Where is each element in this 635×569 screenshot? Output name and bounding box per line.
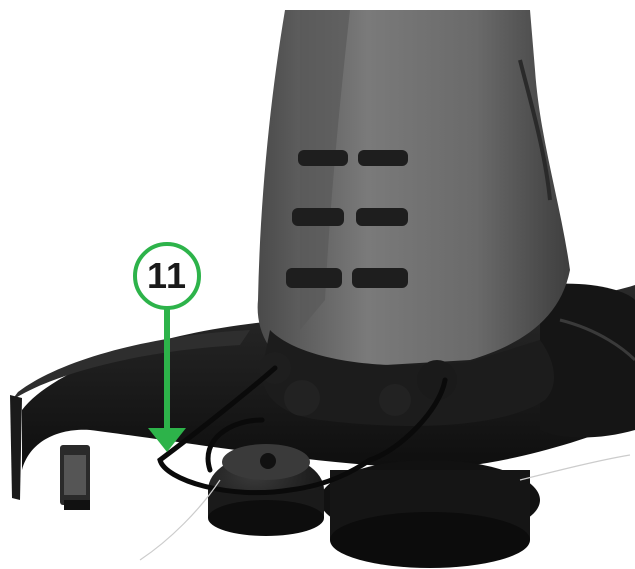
vent-slots [286, 150, 408, 288]
callout-11 [133, 242, 201, 452]
trimmer-head [208, 352, 540, 568]
motor-housing [257, 10, 570, 426]
callout-number: 11 [146, 255, 188, 296]
cutting-line [139, 454, 631, 561]
callout-arrow-head-icon [148, 428, 186, 452]
wire-bail [157, 365, 448, 496]
